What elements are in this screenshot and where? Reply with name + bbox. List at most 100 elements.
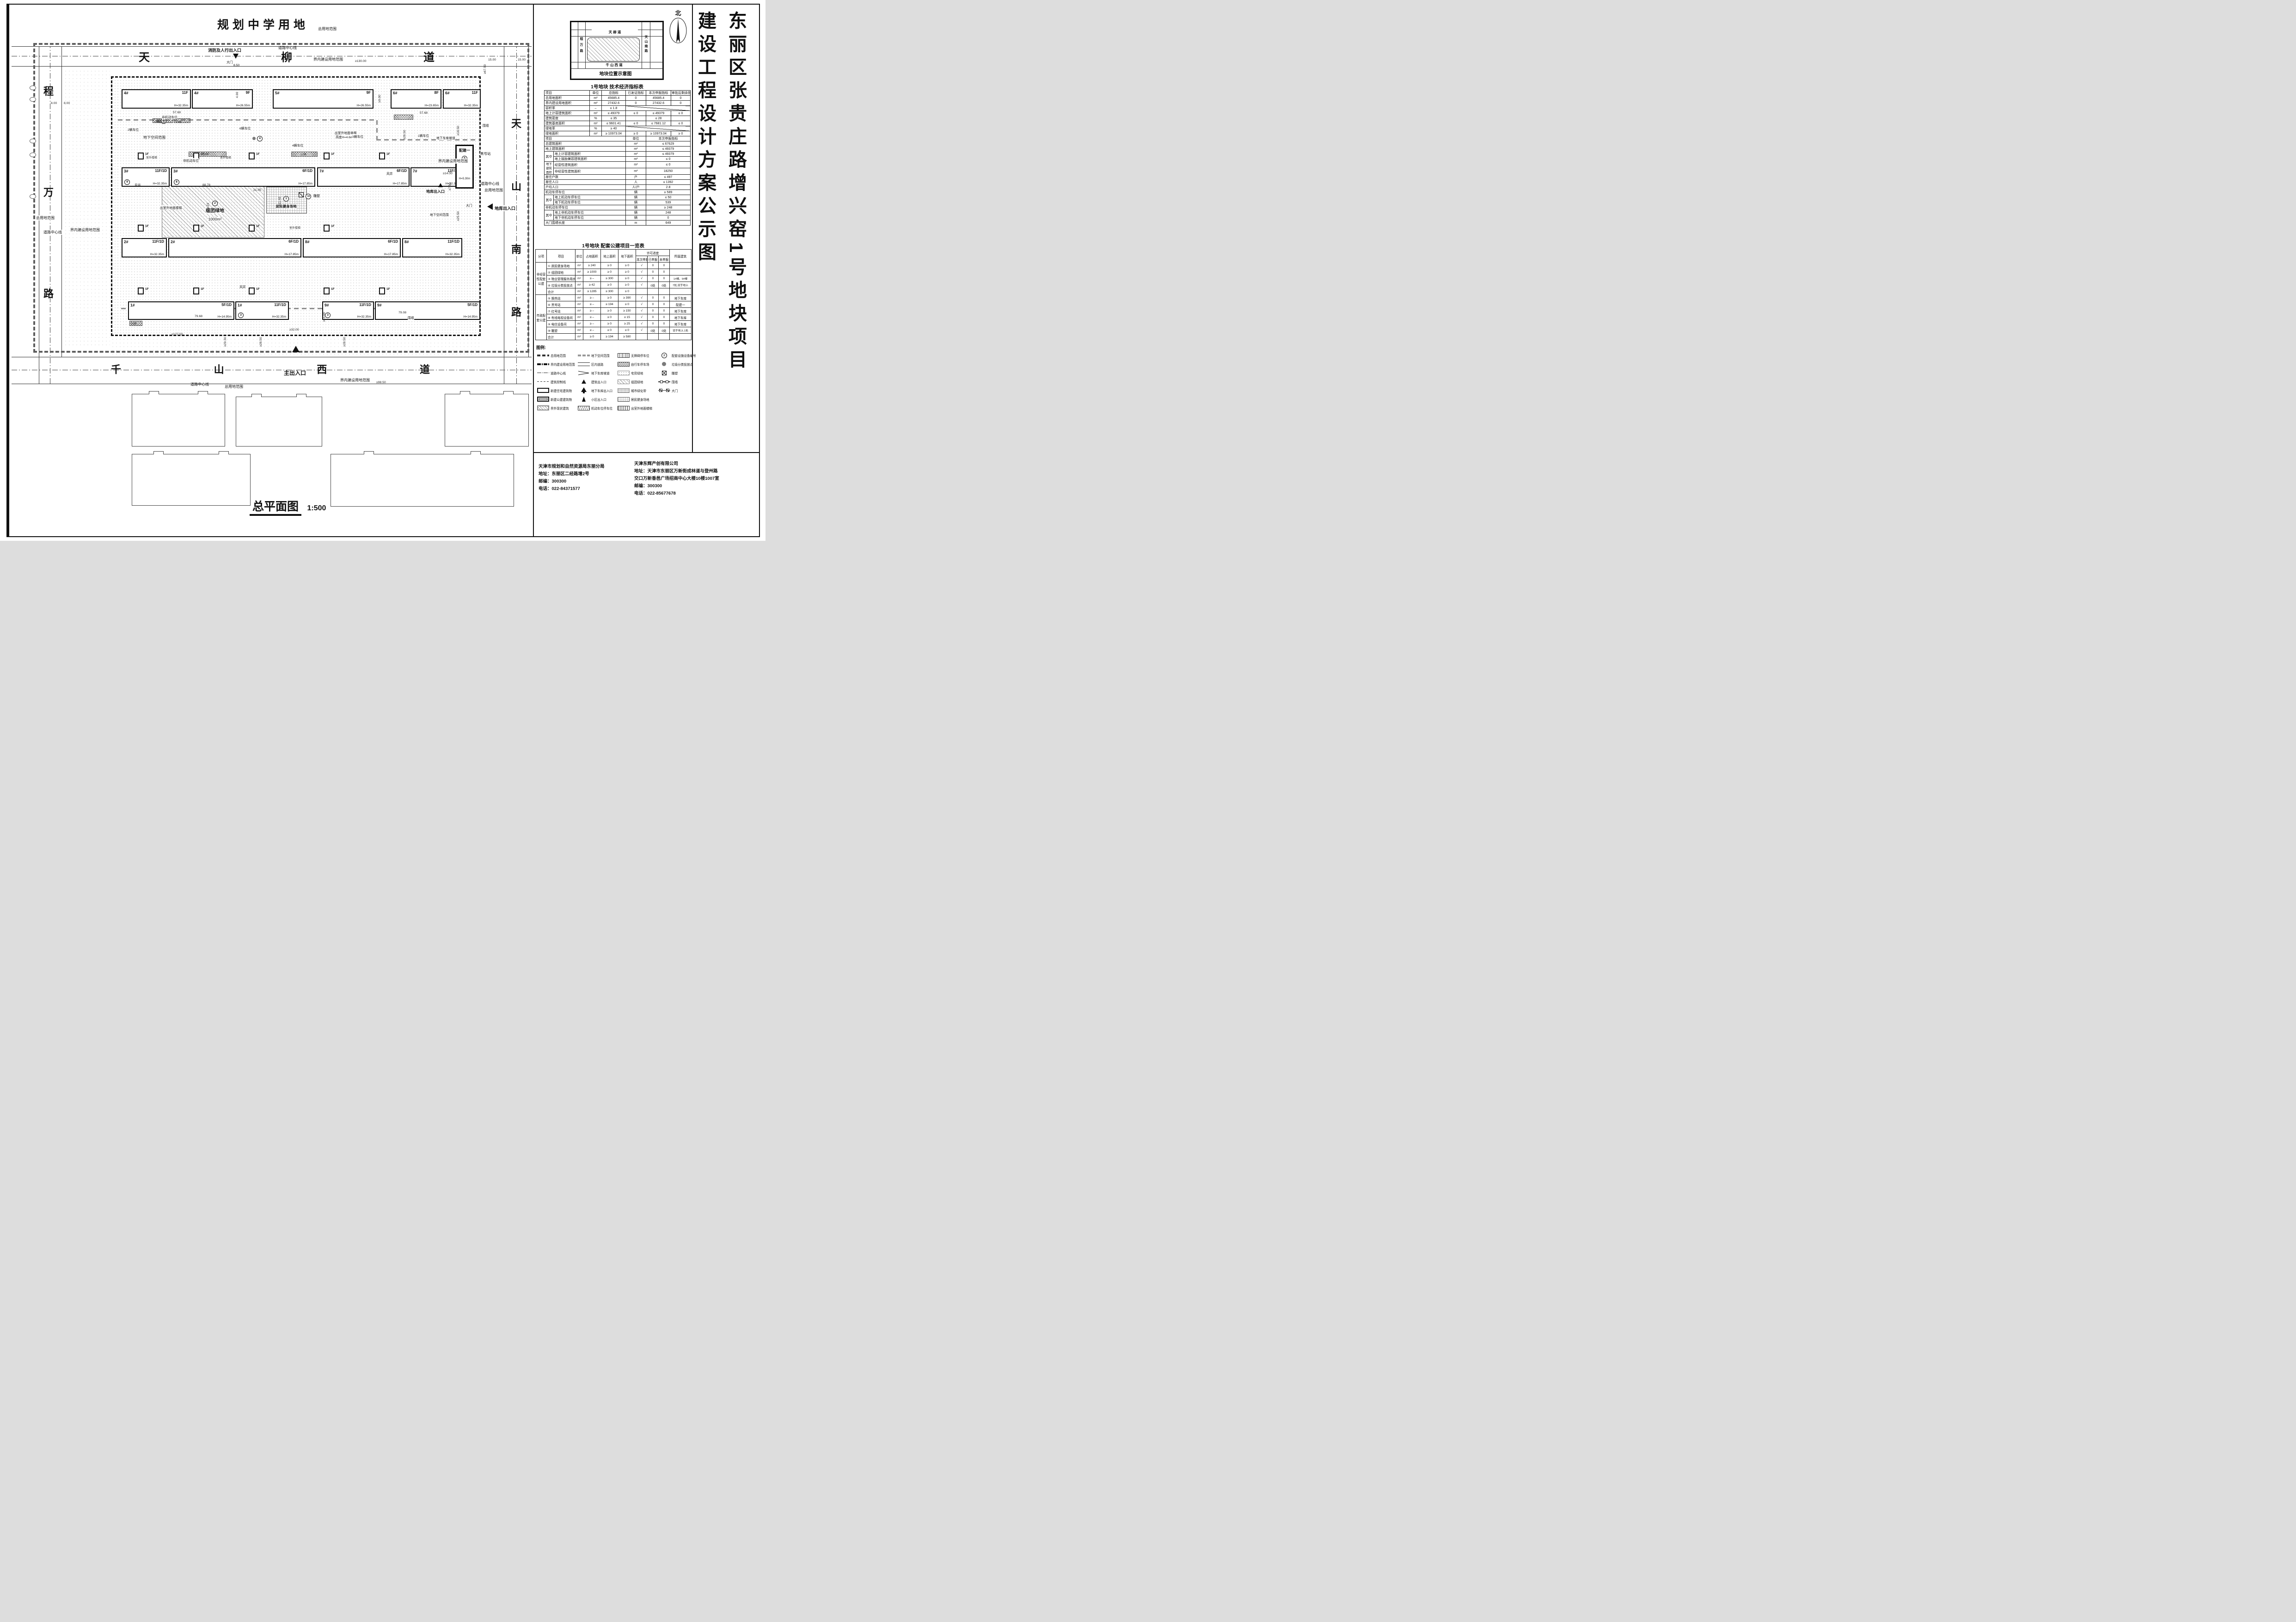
bike-parking — [189, 152, 227, 157]
cell: ⑥ 黑号站 — [546, 301, 576, 308]
cell: ⑧ 有线电视设备间 — [546, 314, 576, 321]
cell: 非经营性配套公建 — [535, 262, 547, 295]
cell: ≤ 0 — [625, 110, 646, 116]
cell: 27432.6 — [646, 100, 671, 106]
facility-badge: 3 — [238, 312, 244, 318]
cell: 总用地面积 — [544, 95, 590, 101]
height-label: H=32.35m — [357, 315, 371, 318]
legend-label: 宅旁绿地 — [631, 372, 643, 375]
floor-label: 11F — [182, 91, 188, 95]
floor-label: 11F/1D — [152, 239, 164, 244]
height-label: H=17.85m — [384, 253, 398, 256]
cell: % — [589, 116, 602, 121]
cell: 户 — [625, 174, 646, 180]
facility-badge: 2 — [212, 201, 218, 206]
cell — [658, 333, 670, 340]
cell: 0 — [647, 262, 659, 269]
bike-parking — [394, 115, 413, 120]
panel-divider — [533, 4, 534, 536]
cell: ≥ 40 — [601, 126, 626, 131]
note-label: 消防及人行出入口 — [208, 48, 242, 53]
note-label: 界内建设用地范围 — [70, 227, 100, 233]
cell: 辆 — [625, 215, 646, 220]
height-label: H=14.95m — [217, 315, 232, 318]
dimension-label: ≥15.00 — [323, 312, 326, 322]
cell: ③ 物业管理服务用房 — [546, 275, 576, 282]
note-label: 地库出入口 — [426, 189, 445, 194]
map-road-south: 千 山 西 道 — [590, 62, 638, 67]
cell: ⑦ 红号站 — [546, 307, 576, 314]
project-title-vertical: 东丽区张贵庄路增兴窑1号地块项目 — [726, 11, 746, 373]
cell: √ — [636, 301, 648, 308]
fire-entrance-arrow-icon — [233, 54, 239, 59]
cell: 地下机动车停车位 — [553, 200, 626, 205]
cell: ≥ 0 — [618, 301, 636, 308]
height-label: H=32.35m — [445, 253, 459, 256]
drawing-scale: 1:500 — [307, 504, 326, 512]
north-label: 北 — [675, 10, 681, 17]
tower-label: 1F — [331, 225, 335, 228]
building-number: 3# — [124, 169, 129, 173]
legend-swatch-cluster-green — [618, 379, 630, 384]
floor-label: 6F/1D — [397, 169, 407, 173]
cell — [625, 105, 691, 111]
legend-label: 总用地范围 — [551, 354, 566, 358]
road-char: 道 — [423, 51, 435, 64]
cell — [647, 288, 659, 295]
tower-label: 1F — [201, 288, 204, 291]
tree-icon — [30, 86, 36, 90]
col-header: 单位 — [625, 136, 646, 141]
col-header: 总指标 — [601, 90, 626, 96]
dimension-label: 15.00 — [518, 58, 526, 61]
legend-swatch-car-parking — [578, 405, 590, 410]
cell: ≤ 49379 — [646, 151, 691, 157]
road-name-west: 程万路 — [43, 83, 54, 300]
road-edge — [61, 46, 62, 357]
cell: ≥ 0 — [600, 320, 618, 327]
cell: ② 组团绿地 — [546, 269, 576, 275]
legend-swatch-gate — [658, 389, 670, 392]
cell: ≥ 0 — [618, 275, 636, 282]
height-label: H=17.85m — [284, 253, 299, 256]
building-number: 8# — [404, 239, 409, 244]
note-label: 围墙 — [483, 123, 489, 128]
stair-tower: 1F — [138, 225, 149, 232]
construction-land-boundary — [111, 76, 481, 336]
cell: ≤ 9601.41 — [601, 121, 626, 126]
facility-badge: 9 — [124, 179, 130, 185]
cell: ≥ 10973.04 — [601, 131, 626, 136]
cell: ⑨ 电信设备间 — [546, 320, 576, 327]
col-header: 审批后剩余指标 — [671, 90, 691, 96]
existing-building — [331, 451, 514, 507]
note-label: 室外楼梯 — [289, 227, 301, 230]
cell: 辆 — [625, 205, 646, 210]
building-number: 2# — [171, 239, 175, 244]
legend-swatch-underground-boundary — [578, 354, 590, 356]
cell: ≤ 0 — [625, 121, 646, 126]
cell: ≤ 49379 — [646, 146, 691, 152]
cell: m² — [575, 269, 583, 275]
floor-label: 6F/1D — [302, 169, 312, 173]
cell: 地上鼓励兼容建筑面积 — [553, 156, 626, 162]
cell: ≥ 10973.04 — [646, 131, 671, 136]
cell: ≤ 49379 — [646, 110, 671, 116]
note-label: 道路中心线 — [278, 46, 297, 50]
tech-table-title: 1号地块 技术经济指标表 — [591, 84, 643, 90]
cell: m² — [575, 333, 583, 340]
cell: 18250 — [646, 168, 691, 175]
note-label: 4辆车位 — [292, 143, 304, 147]
cell: 0 — [658, 301, 670, 308]
legend-swatch-new-public — [537, 397, 549, 402]
note-label: 17辆 — [155, 121, 161, 124]
col-header: 项目 — [544, 90, 590, 96]
tower-label: 1F — [331, 288, 335, 291]
cell: 0 — [658, 294, 670, 301]
note-label: 界内建设用地范围 — [340, 378, 370, 382]
floor-label: 8F — [434, 91, 439, 95]
stair-tower: 1F — [193, 225, 204, 232]
tower-label: 1F — [386, 288, 390, 291]
cell: 设于地上,1处 — [669, 327, 692, 334]
